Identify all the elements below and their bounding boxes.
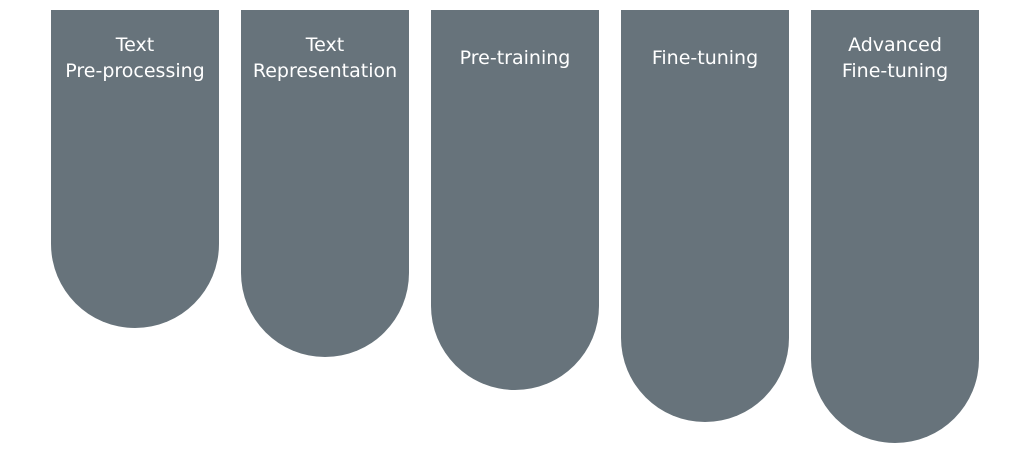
stage-pre-training: Pre-training xyxy=(431,10,599,390)
stage-label: Text Pre-processing xyxy=(65,34,205,82)
stage-fine-tuning: Fine-tuning xyxy=(621,10,789,422)
stage-label: Fine-tuning xyxy=(651,47,759,69)
stage-text-representation: Text Representation xyxy=(241,10,409,357)
stage-text-preprocessing: Text Pre-processing xyxy=(51,10,219,328)
stage-label: Advanced Fine-tuning xyxy=(841,34,949,82)
stage-label: Text Representation xyxy=(252,34,398,82)
stage-label: Pre-training xyxy=(459,47,571,69)
stage-advanced-fine-tuning: Advanced Fine-tuning xyxy=(811,10,979,443)
